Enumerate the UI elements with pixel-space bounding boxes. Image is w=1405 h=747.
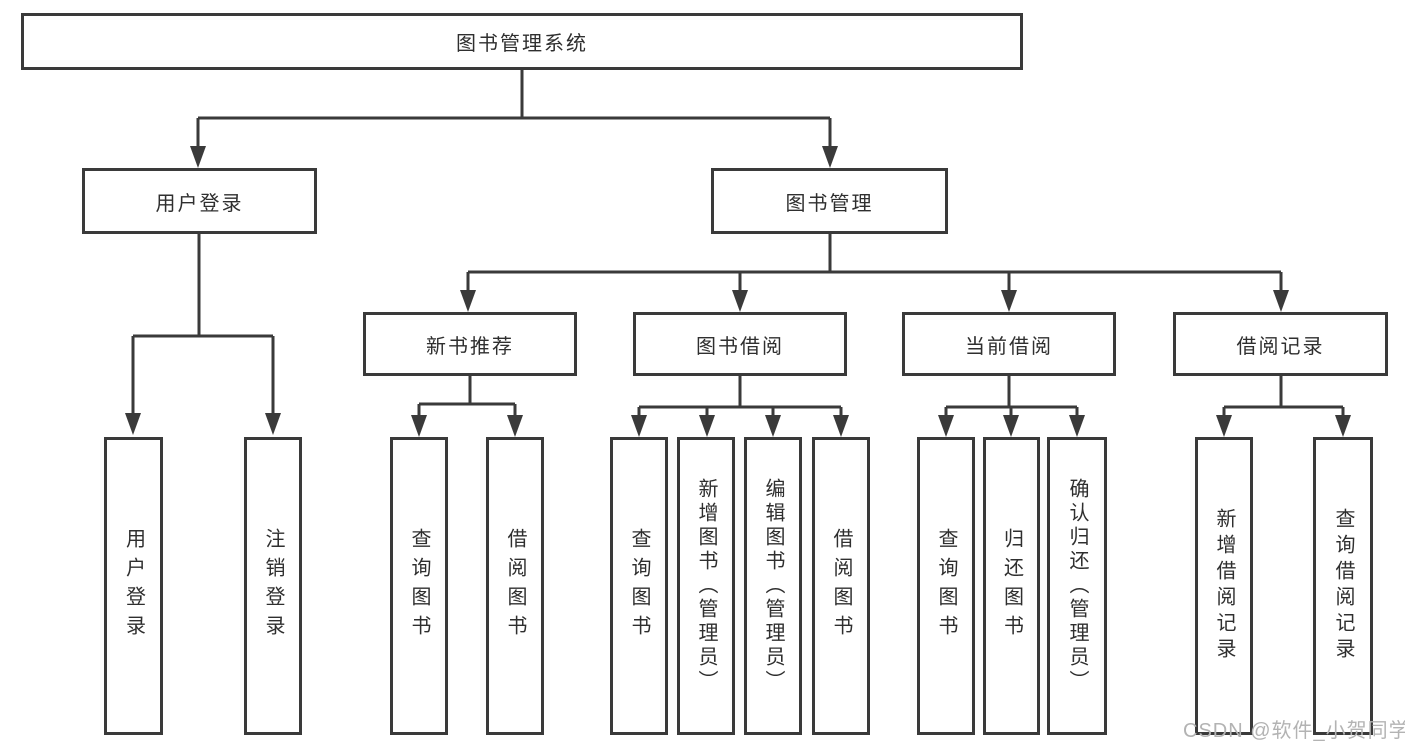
node-library-system: 图书管理系统 bbox=[21, 13, 1023, 70]
node-book-borrowing: 图书借阅 bbox=[633, 312, 847, 376]
leaf-logout: 注销登录 bbox=[244, 437, 302, 735]
leaf-query-books-borrow: 查询图书 bbox=[610, 437, 668, 735]
leaf-return-books: 归还图书 bbox=[983, 437, 1040, 735]
leaf-edit-books-admin: 编辑图书（管理员） bbox=[744, 437, 802, 735]
leaf-query-books-current: 查询图书 bbox=[917, 437, 975, 735]
node-current-borrowing: 当前借阅 bbox=[902, 312, 1116, 376]
leaf-user-login: 用户登录 bbox=[104, 437, 163, 735]
node-new-book-recommend: 新书推荐 bbox=[363, 312, 577, 376]
leaf-borrow-books: 借阅图书 bbox=[812, 437, 870, 735]
leaf-borrow-books-recommend: 借阅图书 bbox=[486, 437, 544, 735]
leaf-add-borrow-record: 新增借阅记录 bbox=[1195, 437, 1253, 735]
leaf-confirm-return-admin: 确认归还（管理员） bbox=[1047, 437, 1107, 735]
leaf-add-books-admin: 新增图书（管理员） bbox=[677, 437, 735, 735]
node-borrowing-records: 借阅记录 bbox=[1173, 312, 1388, 376]
leaf-query-borrow-record: 查询借阅记录 bbox=[1313, 437, 1373, 735]
csdn-watermark: CSDN @软件_小贺同学 bbox=[1183, 720, 1405, 742]
node-book-management: 图书管理 bbox=[711, 168, 948, 234]
leaf-query-books-recommend: 查询图书 bbox=[390, 437, 448, 735]
node-user-login: 用户登录 bbox=[82, 168, 317, 234]
